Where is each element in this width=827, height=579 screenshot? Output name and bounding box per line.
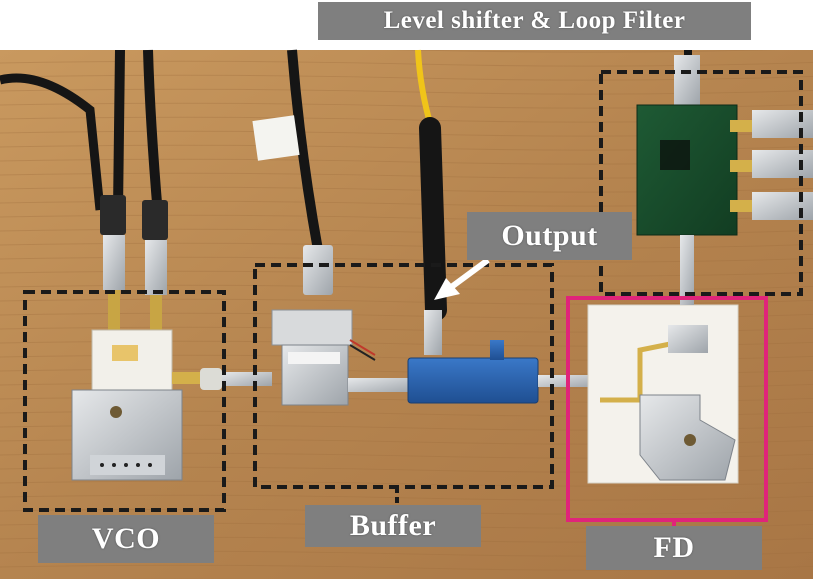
buffer-dashed-box bbox=[253, 263, 554, 489]
vco-module bbox=[71, 329, 183, 481]
vco-buffer-connector bbox=[172, 368, 272, 390]
level-shifter-loop-filter-label: Level shifter & Loop Filter bbox=[318, 2, 751, 40]
vco-dashed-box bbox=[23, 290, 226, 512]
vco-cables bbox=[0, 49, 168, 330]
level-shifter-pcb bbox=[636, 50, 813, 305]
vco-label: VCO bbox=[38, 515, 214, 563]
right-margin bbox=[813, 0, 827, 579]
output-arrow bbox=[434, 257, 490, 300]
output-cable bbox=[415, 49, 447, 355]
buffer-amplifier bbox=[271, 49, 376, 406]
buffer-label: Buffer bbox=[305, 505, 481, 547]
level-shifter-dashed-box bbox=[599, 70, 803, 296]
output-label: Output bbox=[467, 212, 632, 260]
paper-tag bbox=[252, 115, 300, 161]
buffer-coupler-connector bbox=[348, 378, 418, 392]
fd-label: FD bbox=[586, 526, 762, 570]
fd-board bbox=[587, 304, 739, 484]
directional-coupler bbox=[407, 340, 539, 404]
fd-box bbox=[566, 296, 768, 522]
